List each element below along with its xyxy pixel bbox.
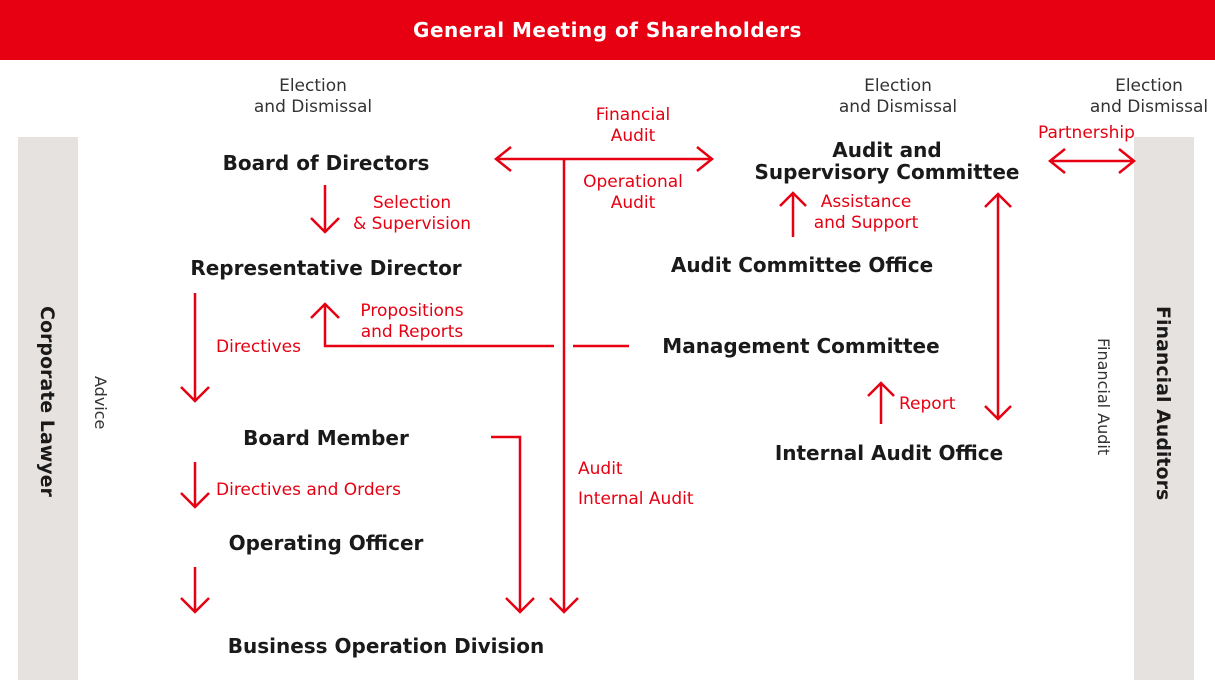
partnership-arrow — [1047, 148, 1137, 174]
operating-officer-arrow — [180, 567, 210, 614]
shareholders-banner: General Meeting of Shareholders — [0, 0, 1215, 60]
advice-text: Advice — [91, 376, 110, 430]
board-of-directors-node: Board of Directors — [222, 151, 430, 175]
financial-audit-side-text: Financial Audit — [1094, 338, 1113, 456]
corporate-lawyer-label: Corporate Lawyer — [36, 306, 58, 497]
directives-arrow — [180, 293, 210, 403]
audit-committee-office-node: Audit Committee Office — [670, 253, 934, 277]
representative-director-node: Representative Director — [190, 256, 462, 280]
board-member-node: Board Member — [243, 426, 409, 450]
propositions-arrow — [310, 302, 554, 348]
operating-officer-node: Operating Officer — [228, 531, 424, 555]
assistance-arrow — [779, 191, 807, 237]
directives-label: Directives — [216, 337, 301, 357]
financial-auditors-bar — [1134, 137, 1194, 680]
corporate-lawyer-bar — [18, 137, 78, 680]
selection-supervision-label: Selection& Supervision — [352, 193, 471, 234]
directives-orders-label: Directives and Orders — [216, 480, 401, 500]
audit-label: Audit — [578, 459, 623, 479]
financial-auditors-label: Financial Auditors — [1152, 306, 1174, 501]
report-arrow — [867, 381, 895, 424]
internal-audit-office-node: Internal Audit Office — [774, 441, 1004, 465]
business-operation-division-node: Business Operation Division — [227, 634, 545, 658]
central-audit-arrow — [549, 159, 579, 614]
audit-internal-double-arrow — [984, 192, 1012, 421]
board-member-arrow — [491, 435, 535, 614]
management-committee-node: Management Committee — [662, 334, 940, 358]
report-label: Report — [899, 394, 956, 414]
internal-audit-label: Internal Audit — [578, 489, 694, 509]
partnership-label: Partnership — [1038, 123, 1135, 143]
financial-audit-arrow — [493, 146, 715, 172]
selection-arrow — [310, 185, 340, 234]
directives-orders-arrow — [180, 462, 210, 509]
